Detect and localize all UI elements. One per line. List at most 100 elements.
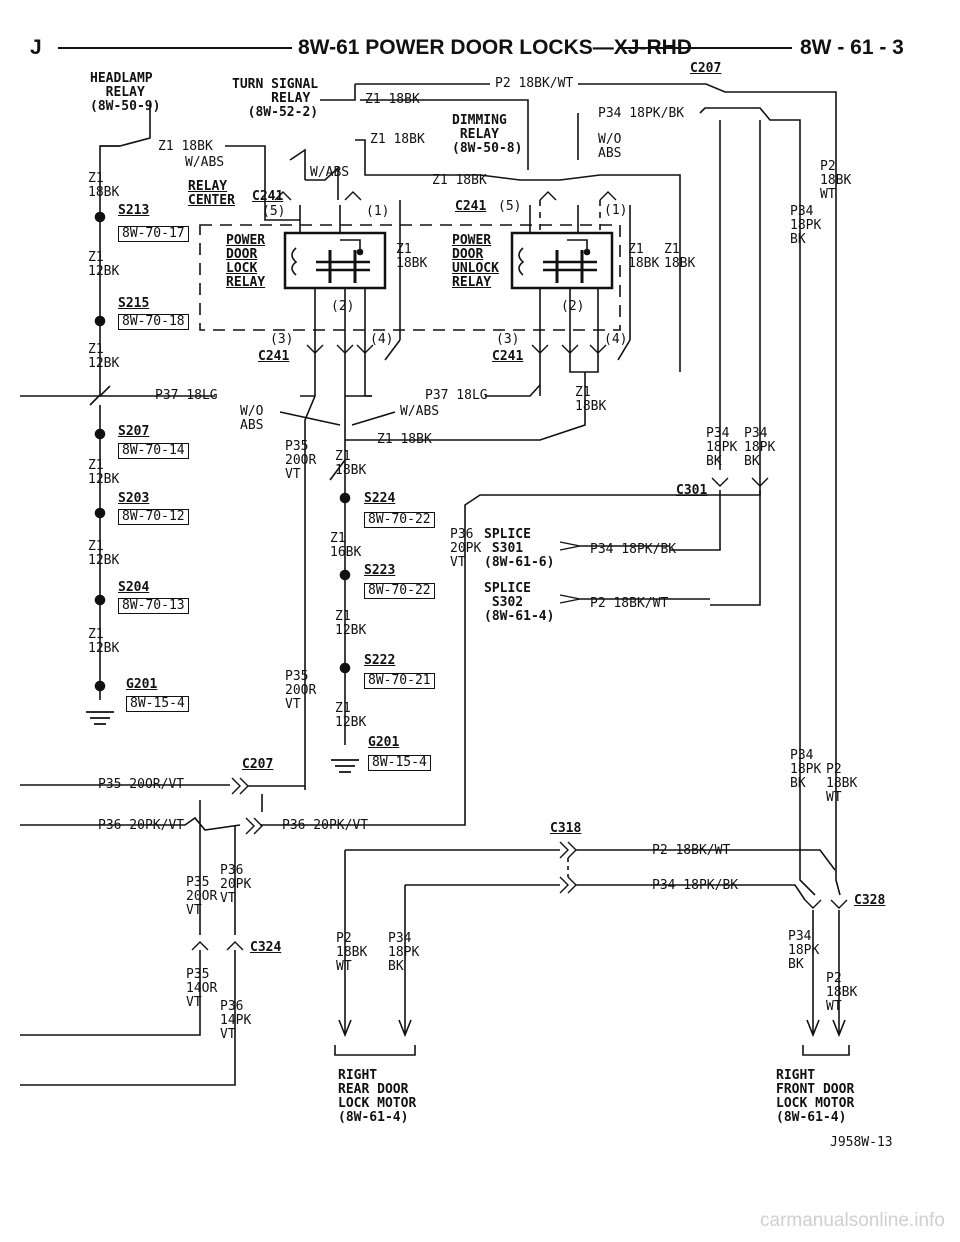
z1-12bk-label-f: Z1 12BK xyxy=(88,627,120,656)
p34-pair-label-a: P34 18PK BK xyxy=(706,426,738,469)
c318-label: C318 xyxy=(550,821,582,836)
p36-line-left-label: P36 20PK/VT xyxy=(98,818,185,833)
ref-s213: 8W-70-17 xyxy=(118,226,189,242)
pin5-label-a: (5) xyxy=(262,204,286,219)
z1-12bk-label-b: Z1 12BK xyxy=(88,342,120,371)
ref-s222: 8W-70-21 xyxy=(364,673,435,689)
z1-12bk-label-e: Z1 12BK xyxy=(335,609,367,638)
page-number: 8W - 61 - 3 xyxy=(800,36,904,59)
z1-18bk-label-b: Z1 18BK xyxy=(370,132,425,147)
p2-front-label: P2 18BK WT xyxy=(826,971,858,1014)
ref-s224: 8W-70-22 xyxy=(364,512,435,528)
p36-lower-label: P36 20PK VT xyxy=(220,863,252,906)
c207-label-b: C207 xyxy=(242,757,274,772)
z1-18bk-label-a: Z1 18BK xyxy=(158,139,213,154)
power-door-lock-relay-label: POWER DOOR LOCK RELAY xyxy=(226,233,266,290)
p35-label-b: P35 20OR VT xyxy=(285,669,317,712)
p36-14pk-label: P36 14PK VT xyxy=(220,999,252,1042)
c324-label: C324 xyxy=(250,940,282,955)
wabs-label-b: W/ABS xyxy=(310,165,350,180)
z1-18bk-center: Z1 18BK xyxy=(335,449,367,478)
relay-center-label: RELAY CENTER xyxy=(188,179,235,208)
z1-right-label-a: Z1 18BK xyxy=(628,242,660,271)
c207-top-label: C207 xyxy=(690,61,722,76)
pin4-label-a: (4) xyxy=(370,332,394,347)
z1-right-label-b: Z1 18BK xyxy=(664,242,696,271)
p36-line-right-label: P36 20PK/VT xyxy=(282,818,369,833)
pin5-label-b: (5) xyxy=(498,199,522,214)
p2-c318-label: P2 18BK/WT xyxy=(652,843,731,858)
pin3-label-b: (3) xyxy=(496,332,520,347)
s223-label: S223 xyxy=(364,563,396,578)
headlamp-relay-label: HEADLAMP RELAY (8W-50-9) xyxy=(90,71,161,114)
s224-label: S224 xyxy=(364,491,396,506)
wabs-lower-label: W/ABS xyxy=(400,404,440,419)
g201-label-b: G201 xyxy=(368,735,400,750)
z1-line-label: Z1 18BK xyxy=(432,173,487,188)
ref-s203: 8W-70-12 xyxy=(118,509,189,525)
c241-label-d: C241 xyxy=(492,349,524,364)
g201-label-a: G201 xyxy=(126,677,158,692)
z1-mid-label: Z1 18BK xyxy=(396,242,428,271)
p34-rear-label: P34 18PK BK xyxy=(388,931,420,974)
c241-label-c: C241 xyxy=(258,349,290,364)
ref-g201-b: 8W-15-4 xyxy=(368,755,431,771)
p2-top-label: P2 18BK/WT xyxy=(495,76,574,91)
z1-18bk-label-d: Z1 18BK xyxy=(377,432,432,447)
z1-18bk-label-c: Z1 18BK xyxy=(88,171,120,200)
ref-s223: 8W-70-22 xyxy=(364,583,435,599)
p2-rear-label: P2 18BK WT xyxy=(336,931,368,974)
s203-label: S203 xyxy=(118,491,150,506)
wabs-label-a: W/ABS xyxy=(185,155,225,170)
z1-12bk-label-a: Z1 12BK xyxy=(88,250,120,279)
wo-abs-right-label: W/O ABS xyxy=(598,132,622,161)
right-front-door-lock-motor-label: RIGHT FRONT DOOR LOCK MOTOR (8W-61-4) xyxy=(776,1068,855,1125)
p35-14or-label: P35 14OR VT xyxy=(186,967,218,1010)
s207-label: S207 xyxy=(118,424,150,439)
z1-12bk-label-c: Z1 12BK xyxy=(88,458,120,487)
pin1-label-a: (1) xyxy=(366,204,390,219)
dimming-relay-label: DIMMING RELAY (8W-50-8) xyxy=(452,113,523,156)
p37-label-b: P37 18LG xyxy=(425,388,488,403)
z1-12bk-label-g: Z1 12BK xyxy=(335,701,367,730)
ref-s215: 8W-70-18 xyxy=(118,314,189,330)
p34-right-lower-label: P34 18PK BK xyxy=(790,748,822,791)
watermark: carmanualsonline.info xyxy=(760,1210,945,1231)
p35-lower-label: P35 20OR VT xyxy=(186,875,218,918)
header-letter: J xyxy=(30,36,42,59)
page-title: 8W-61 POWER DOOR LOCKS—XJ-RHD xyxy=(298,36,692,59)
s204-label: S204 xyxy=(118,580,150,595)
ref-s204: 8W-70-13 xyxy=(118,598,189,614)
z1-16bk-label: Z1 16BK xyxy=(330,531,362,560)
c241-label-a: C241 xyxy=(252,189,284,204)
p35-label-a: P35 20OR VT xyxy=(285,439,317,482)
p34-s301-label: P34 18PK/BK xyxy=(590,542,677,557)
c328-label: C328 xyxy=(854,893,886,908)
ref-s207: 8W-70-14 xyxy=(118,443,189,459)
z1-18bk-label-e: Z1 18BK xyxy=(575,385,607,414)
wo-abs-left-label: W/O ABS xyxy=(240,404,264,433)
turn-signal-relay-label: TURN SIGNAL RELAY (8W-52-2) xyxy=(232,77,319,120)
p37-label-a: P37 18LG xyxy=(155,388,218,403)
p34-c318-label: P34 18PK/BK xyxy=(652,878,739,893)
splice-s302-label: SPLICE S302 (8W-61-4) xyxy=(484,581,555,624)
ref-g201-a: 8W-15-4 xyxy=(126,696,189,712)
pin2-label-b: (2) xyxy=(561,299,585,314)
p2-right-lower-label: P2 18BK WT xyxy=(826,762,858,805)
figure-id: J958W-13 xyxy=(830,1135,893,1150)
p34-top-label: P34 18PK/BK xyxy=(598,106,685,121)
z1-12bk-label-d: Z1 12BK xyxy=(88,539,120,568)
splice-s301-label: SPLICE S301 (8W-61-6) xyxy=(484,527,555,570)
s215-label: S215 xyxy=(118,296,150,311)
z1-top-label: Z1 18BK xyxy=(365,92,420,107)
p35-line-label: P35 20OR/VT xyxy=(98,777,185,792)
pin3-label-a: (3) xyxy=(270,332,294,347)
s213-label: S213 xyxy=(118,203,150,218)
p34-right-label: P34 18PK BK xyxy=(790,204,822,247)
c241-label-b: C241 xyxy=(455,199,487,214)
pin4-label-b: (4) xyxy=(604,332,628,347)
power-door-unlock-relay-label: POWER DOOR UNLOCK RELAY xyxy=(452,233,499,290)
p2-right-label: P2 18BK WT xyxy=(820,159,852,202)
c301-label: C301 xyxy=(676,483,708,498)
